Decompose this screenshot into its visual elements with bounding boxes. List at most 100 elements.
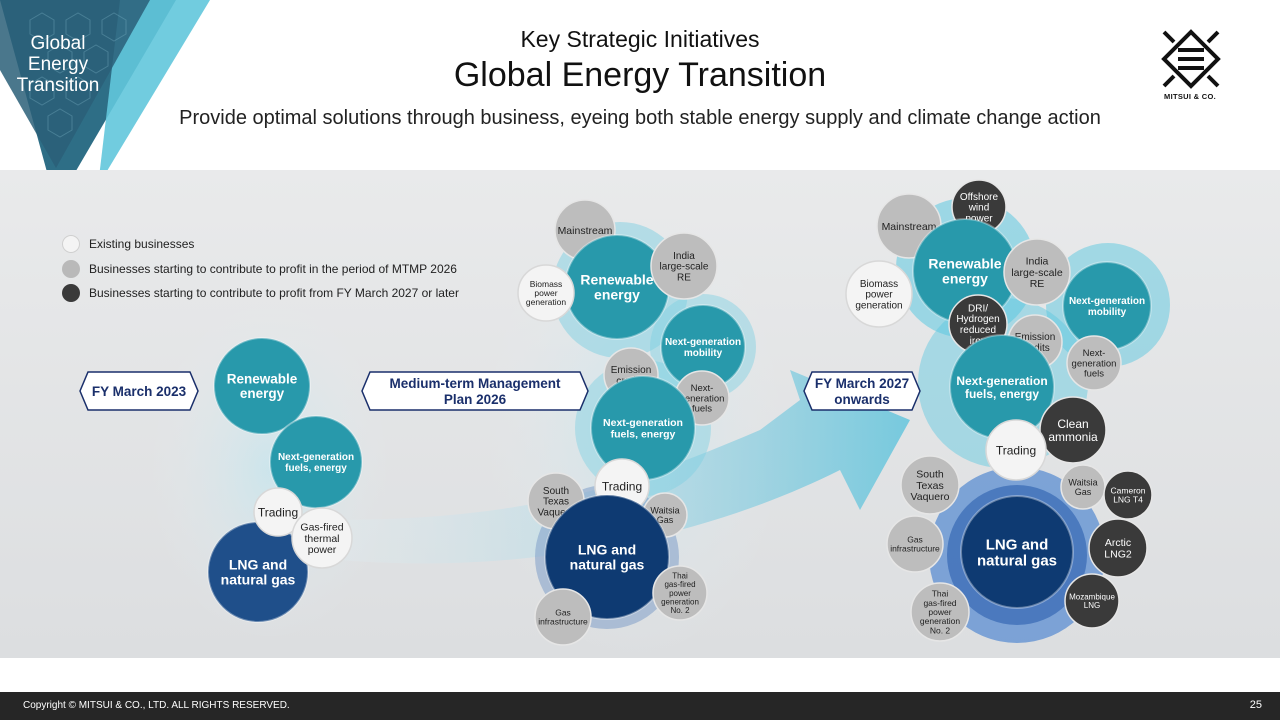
bubble-label: energy (942, 271, 988, 287)
bubble-label: Gas (657, 515, 674, 525)
legend-item-mtmp: Businesses starting to contribute to pro… (62, 257, 459, 282)
bubble-label: natural gas (570, 557, 645, 573)
bubble-label: fuels (1084, 369, 1104, 380)
bubble-label: RE (1030, 278, 1045, 290)
bubble-label: Hydrogen (956, 314, 999, 325)
bubble-label: generation (920, 616, 960, 626)
bubble-label: wind (968, 203, 990, 214)
bubble-label: mobility (1088, 307, 1127, 318)
logo-text: MITSUI & CO. (1164, 92, 1216, 101)
stage-label-fy2027-line2: onwards (834, 392, 890, 407)
corner-banner (0, 0, 210, 205)
bubble-label: South (543, 486, 569, 497)
page-number: 25 (1249, 699, 1262, 711)
bubble-circle (886, 515, 944, 573)
legend-item-existing: Existing businesses (62, 232, 459, 257)
legend-label-existing: Existing businesses (89, 237, 195, 252)
bubble-label: power (534, 288, 557, 298)
bubble-label: Trading (996, 443, 1036, 457)
bubble-label: Waitsia (1068, 477, 1097, 487)
bubble-label: fuels, energy (611, 428, 676, 440)
bubble-label: Renewable (928, 255, 1001, 271)
bubble-label: generation (1072, 358, 1117, 369)
bubble-label: gas-fired (664, 580, 695, 589)
bubble-label: Next-generation (665, 337, 741, 348)
bubble-label: Emission (611, 365, 652, 376)
bubble-circle (650, 232, 718, 300)
bubble-label: Next- (1083, 348, 1106, 359)
bubble-circle (652, 565, 708, 621)
bubble-label: infrastructure (538, 617, 588, 627)
bubble-label: No. 2 (930, 625, 951, 635)
stage-label-fy2027: FY March 2027 onwards (803, 371, 921, 411)
bubble-label: Vaquero (911, 491, 950, 503)
bubble-label: Emission (1015, 332, 1056, 343)
bubble-label: Gas (1075, 487, 1092, 497)
bubble-label: Biomass (860, 279, 898, 290)
bubble-label: Arctic (1105, 537, 1131, 549)
bubble-label: Next- (691, 383, 714, 394)
bubble-label: South (916, 468, 944, 480)
bubble-label: natural gas (221, 572, 296, 588)
bubble-label: Gas (907, 534, 923, 544)
bubble-label: Clean (1057, 417, 1088, 431)
bubble-label: No. 2 (670, 606, 690, 615)
mitsui-logo-icon (1161, 29, 1221, 89)
bubble-label: Gas-fired (300, 521, 343, 533)
legend: Existing businesses Businesses starting … (62, 232, 459, 306)
bubble-circle (1103, 470, 1153, 520)
bubble-circle (1003, 238, 1071, 306)
bubble-label: Renewable (227, 372, 298, 387)
bubble-label: generation (855, 300, 902, 311)
bubble-label: LNG T4 (1113, 495, 1143, 505)
bubble-label: LNG and (986, 536, 1049, 553)
bubble-circle (845, 260, 913, 328)
bubble-label: Mainstream (882, 221, 937, 233)
bubble-label: Offshore (960, 192, 999, 203)
bubble-label: power (669, 589, 691, 598)
legend-label-mtmp: Businesses starting to contribute to pro… (89, 261, 457, 276)
footer: Copyright © MITSUI & CO., LTD. ALL RIGHT… (0, 692, 1280, 720)
bubble-label: LNG (1084, 601, 1100, 610)
bubble-label: Vaquero (537, 507, 575, 518)
bubble-p1-trading: Trading (253, 487, 303, 537)
bubble-circle (213, 337, 311, 435)
bubble-circle (517, 264, 575, 322)
bubble-label: generation (661, 598, 699, 607)
bubble-label: thermal (304, 533, 339, 545)
bubble-label: Mozambique (1069, 593, 1115, 602)
bubble-circle (985, 419, 1047, 481)
bubble-label: power (865, 290, 893, 301)
bubble-label: power (928, 607, 951, 617)
bubble-label: Waitsia (650, 505, 679, 515)
stage-label-mtmp2026-line2: Plan 2026 (444, 392, 507, 407)
bubble-label: Thai (672, 572, 688, 581)
bubble-circle (1088, 518, 1148, 578)
bubble-label: Trading (258, 505, 298, 519)
bubble-label: Renewable (580, 271, 653, 287)
bubble-p3-trading: Trading (985, 419, 1047, 481)
bubble-label: Trading (602, 479, 642, 493)
bubble-circle (910, 582, 970, 642)
bubble-label: LNG and (229, 556, 287, 572)
bubble-label: generation (526, 297, 566, 307)
bubble-label: India (1026, 255, 1049, 267)
bubble-label: large-scale (660, 262, 709, 273)
slide-tagline: Provide optimal solutions through busine… (179, 107, 1101, 129)
